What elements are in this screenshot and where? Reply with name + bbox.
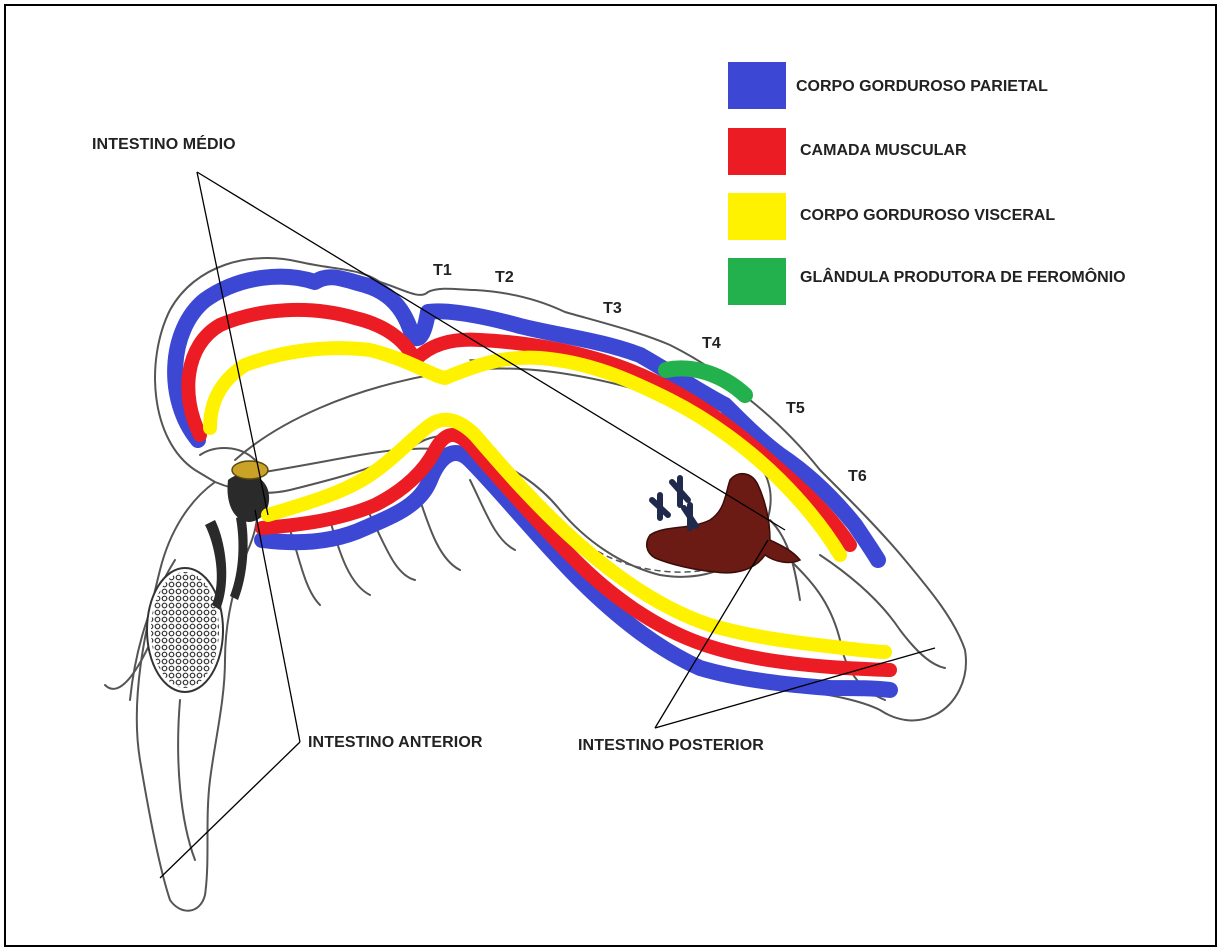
tracheae: [652, 478, 696, 528]
legend-swatch-green: [728, 258, 786, 305]
legend-label: CAMADA MUSCULAR: [800, 142, 967, 160]
hindgut-organ: [647, 474, 800, 573]
compound-eye: [147, 568, 223, 692]
label-foregut: INTESTINO ANTERIOR: [308, 734, 483, 752]
segment-label-t3: T3: [603, 300, 622, 318]
legend-swatch-red: [728, 128, 786, 175]
legend-swatch-blue: [728, 62, 786, 109]
segment-label-t1: T1: [433, 262, 452, 280]
legend-label: CORPO GORDUROSO VISCERAL: [800, 207, 1055, 225]
segment-label-t2: T2: [495, 269, 514, 287]
label-hindgut: INTESTINO POSTERIOR: [578, 737, 764, 755]
legend-label: CORPO GORDUROSO PARIETAL: [796, 78, 1048, 96]
brain-structure: [232, 461, 268, 479]
label-midgut: INTESTINO MÉDIO: [92, 136, 236, 154]
segment-label-t4: T4: [702, 335, 721, 353]
segment-label-t6: T6: [848, 468, 867, 486]
legend-label: GLÂNDULA PRODUTORA DE FEROMÔNIO: [800, 269, 1126, 287]
segment-label-t5: T5: [786, 400, 805, 418]
legend-swatch-yellow: [728, 193, 786, 240]
